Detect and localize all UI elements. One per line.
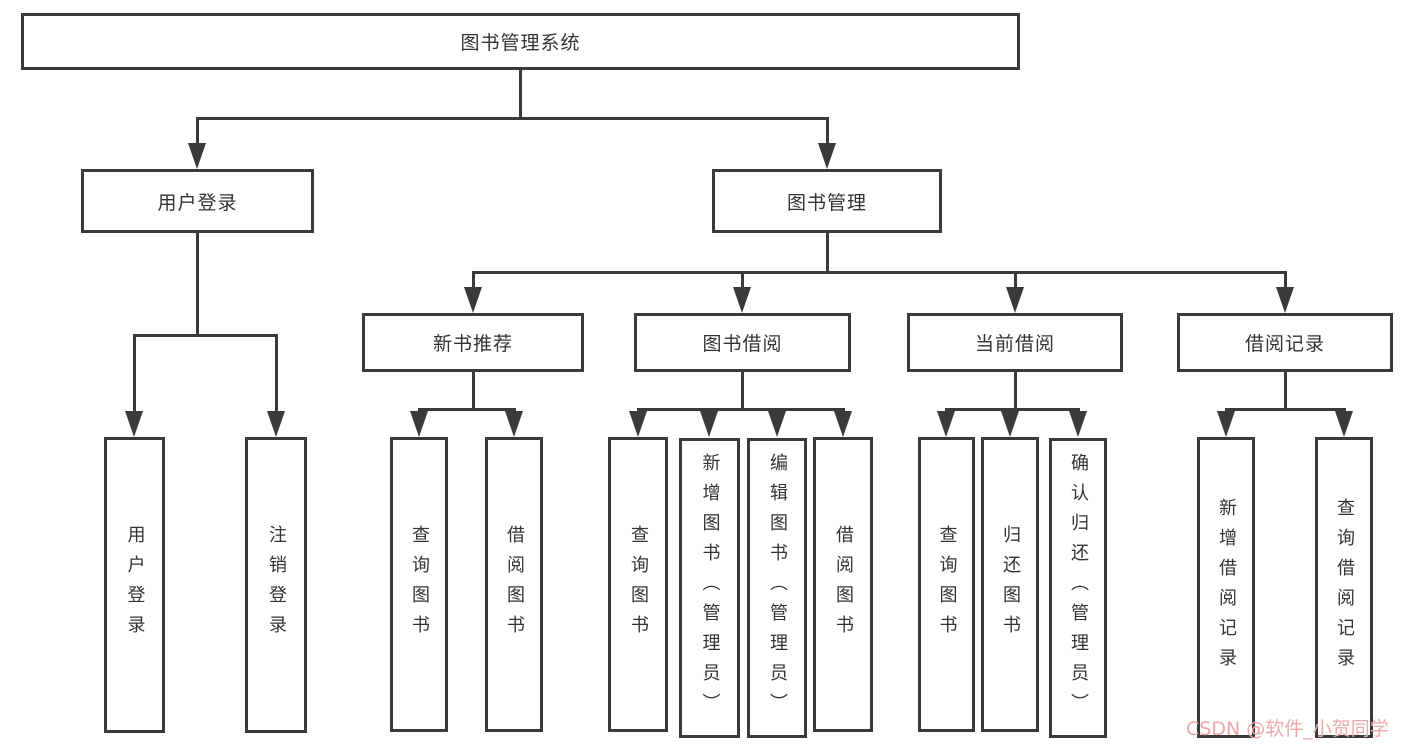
node-user-login-label: 用户登录 (157, 191, 238, 214)
arrowhead-book-management (818, 143, 836, 169)
node-borrowing-records-label: 借阅记录 (1244, 333, 1325, 355)
node-book-management: 图书管理 (712, 169, 942, 233)
csdn-watermark: CSDN @软件_小贺同学 (1186, 718, 1389, 740)
connector-drop-new-book (472, 271, 475, 293)
connector-borrow-records-stem (1284, 372, 1287, 411)
connector-drop-borrow-records (1284, 271, 1287, 293)
arrowhead-bb-borrow (834, 411, 852, 437)
node-current-borrowing-label: 当前借阅 (974, 333, 1055, 355)
leaf-current-return-book: 归还图书 (981, 437, 1039, 732)
leaf-user-login: 用户登录 (104, 437, 165, 733)
connector-drop-leaf-logout (275, 334, 278, 417)
connector-book-borrow-split (637, 408, 844, 411)
leaf-logout: 注销登录 (245, 437, 307, 733)
leaf-borrow-borrow-book: 借阅图书 (813, 437, 873, 732)
connector-book-management-split (472, 271, 1286, 274)
node-book-borrowing-label: 图书借阅 (702, 333, 783, 355)
arrowhead-book-borrow (733, 287, 751, 313)
arrowhead-new-book (464, 287, 482, 313)
connector-new-book-stem (472, 372, 475, 411)
arrowhead-leaf-logout (267, 411, 285, 437)
leaf-user-login-label: 用户登录 (124, 525, 146, 645)
leaf-borrow-add-book-admin-label: 新增图书（管理员） (699, 453, 721, 723)
leaf-current-return-book-label: 归还图书 (1000, 524, 1021, 645)
arrowhead-current-borrow (1006, 287, 1024, 313)
connector-current-borrow-stem (1014, 372, 1017, 411)
leaf-records-add-record: 新增借阅记录 (1197, 437, 1255, 738)
connector-book-management-stem (826, 233, 829, 272)
leaf-current-query-book-label: 查询图书 (936, 524, 958, 645)
connector-drop-book-management (826, 117, 829, 149)
leaf-records-query-record: 查询借阅记录 (1315, 437, 1373, 738)
connector-book-borrow-stem (741, 372, 744, 411)
leaf-current-confirm-return-admin: 确认归还（管理员） (1049, 438, 1107, 738)
connector-new-book-split (418, 408, 515, 411)
node-current-borrowing: 当前借阅 (907, 313, 1123, 372)
arrowhead-bb-add (700, 411, 718, 437)
node-borrowing-records: 借阅记录 (1177, 313, 1393, 372)
arrowhead-bb-edit (768, 411, 786, 437)
leaf-borrow-add-book-admin: 新增图书（管理员） (679, 438, 740, 738)
leaf-borrow-edit-book-admin-label: 编辑图书（管理员） (767, 453, 788, 723)
connector-drop-current-borrow (1014, 271, 1017, 293)
connector-borrow-records-split (1225, 408, 1344, 411)
arrowhead-leaf-login (125, 411, 143, 437)
node-root-library-system: 图书管理系统 (21, 13, 1020, 70)
leaf-borrow-edit-book-admin: 编辑图书（管理员） (747, 438, 807, 738)
leaf-current-confirm-return-admin-label: 确认归还（管理员） (1068, 453, 1089, 723)
node-book-management-label: 图书管理 (786, 191, 867, 214)
connector-user-login-stem (196, 233, 199, 335)
node-root-label: 图书管理系统 (460, 32, 581, 54)
arrowhead-bb-query (629, 411, 647, 437)
connector-drop-user-login (196, 117, 199, 149)
node-book-borrowing: 图书借阅 (634, 313, 851, 372)
leaf-current-query-book: 查询图书 (918, 437, 975, 732)
leaf-newbook-borrow-book-label: 借阅图书 (504, 524, 525, 645)
leaf-newbook-query-book: 查询图书 (390, 437, 448, 732)
arrowhead-br-add (1217, 411, 1235, 437)
node-new-book-recommendation-label: 新书推荐 (432, 333, 513, 355)
arrowhead-cb-confirm (1069, 411, 1087, 437)
leaf-records-query-record-label: 查询借阅记录 (1334, 497, 1355, 678)
arrowhead-br-query (1335, 411, 1353, 437)
arrowhead-nb-borrow (505, 411, 523, 437)
leaf-newbook-borrow-book: 借阅图书 (485, 437, 543, 732)
leaf-borrow-borrow-book-label: 借阅图书 (833, 524, 854, 645)
connector-user-login-split (133, 334, 278, 337)
connector-root-stem (519, 70, 522, 118)
leaf-logout-label: 注销登录 (266, 525, 287, 645)
leaf-newbook-query-book-label: 查询图书 (409, 524, 430, 645)
connector-drop-book-borrow (741, 271, 744, 293)
connector-drop-leaf-login (133, 334, 136, 417)
arrowhead-cb-return (1001, 411, 1019, 437)
leaf-borrow-query-book: 查询图书 (608, 437, 668, 732)
node-new-book-recommendation: 新书推荐 (362, 313, 584, 372)
leaf-borrow-query-book-label: 查询图书 (628, 524, 649, 645)
leaf-records-add-record-label: 新增借阅记录 (1216, 497, 1237, 678)
arrowhead-cb-query (937, 411, 955, 437)
node-user-login: 用户登录 (81, 169, 314, 233)
arrowhead-nb-query (410, 411, 428, 437)
arrowhead-user-login (188, 143, 206, 169)
connector-root-split (196, 117, 829, 120)
arrowhead-borrow-records (1276, 287, 1294, 313)
connector-current-borrow-split (945, 408, 1079, 411)
